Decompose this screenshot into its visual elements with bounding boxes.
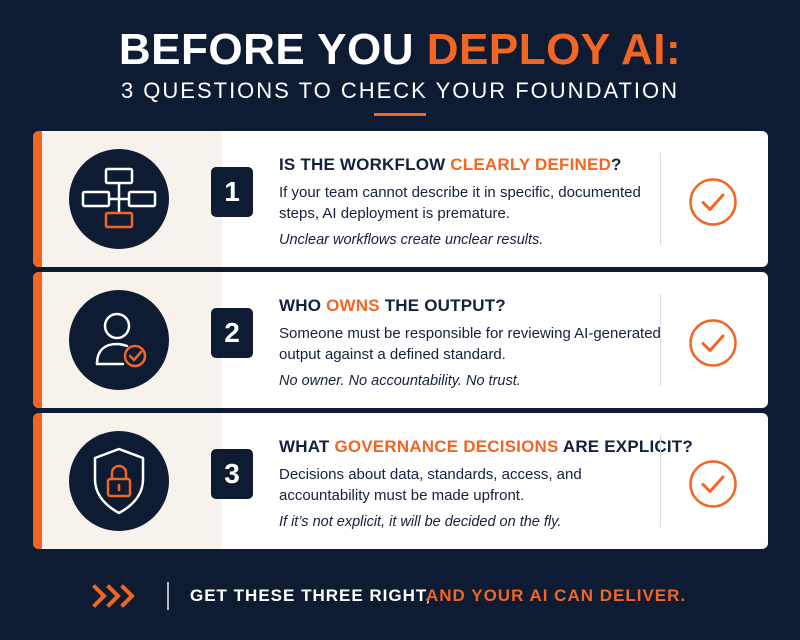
- footer-highlight: AND YOUR AI CAN DELIVER.: [426, 586, 687, 605]
- card-divider: [660, 294, 661, 386]
- question-text: THE OUTPUT?: [379, 296, 506, 315]
- question-card-3: 3 WHAT GOVERNANCE DECISIONS ARE EXPLICIT…: [33, 413, 768, 549]
- page-subtitle: 3 QUESTIONS TO CHECK YOUR FOUNDATION: [120, 78, 680, 103]
- question-text: IS THE WORKFLOW: [279, 155, 451, 174]
- question-card-2: 2 WHO OWNS THE OUTPUT? Someone must be r…: [33, 272, 768, 408]
- question-note: Unclear workflows create unclear results…: [279, 232, 544, 248]
- card-divider: [660, 153, 661, 245]
- question-note: No owner. No accountability. No trust.: [279, 373, 521, 389]
- footer: GET THESE THREE RIGHT, AND YOUR AI CAN D…: [0, 578, 800, 618]
- question-number: 3: [211, 449, 253, 499]
- question-heading: IS THE WORKFLOW CLEARLY DEFINED?: [279, 155, 679, 175]
- check-circle-icon: [689, 460, 737, 508]
- footer-divider: [167, 582, 169, 610]
- flowchart-icon: [69, 149, 169, 249]
- question-heading: WHAT GOVERNANCE DECISIONS ARE EXPLICIT?: [279, 437, 693, 457]
- question-number: 1: [211, 167, 253, 217]
- card-accent-stripe: [33, 272, 42, 408]
- card-accent-stripe: [33, 413, 42, 549]
- question-text: WHO: [279, 296, 327, 315]
- question-heading: WHO OWNS THE OUTPUT?: [279, 296, 679, 316]
- title-main: BEFORE YOU: [118, 25, 427, 74]
- card-accent-stripe: [33, 131, 42, 267]
- question-text: ARE EXPLICIT?: [558, 437, 693, 456]
- page-title: BEFORE YOU DEPLOY AI:: [0, 26, 800, 74]
- question-text: ?: [611, 155, 622, 174]
- question-description: Someone must be responsible for reviewin…: [279, 325, 661, 363]
- check-circle-icon: [689, 319, 737, 367]
- check-circle-icon: [689, 178, 737, 226]
- question-description: If your team cannot describe it in speci…: [279, 184, 641, 222]
- question-highlight: OWNS: [326, 296, 380, 315]
- question-card-1: 1 IS THE WORKFLOW CLEARLY DEFINED? If yo…: [33, 131, 768, 267]
- question-note: If it’s not explicit, it will be decided…: [279, 514, 562, 530]
- title-accent: DEPLOY AI:: [426, 25, 682, 74]
- question-number: 2: [211, 308, 253, 358]
- question-highlight: CLEARLY DEFINED: [450, 155, 612, 174]
- chevrons-icon: [92, 584, 135, 608]
- footer-text: GET THESE THREE RIGHT,: [190, 586, 432, 605]
- question-text: WHAT: [279, 437, 335, 456]
- shield-lock-icon: [69, 431, 169, 531]
- question-highlight: GOVERNANCE DECISIONS: [334, 437, 559, 456]
- title-underline: [374, 113, 426, 116]
- user-check-icon: [69, 290, 169, 390]
- question-description: Decisions about data, standards, access,…: [279, 466, 582, 504]
- card-divider: [660, 435, 661, 527]
